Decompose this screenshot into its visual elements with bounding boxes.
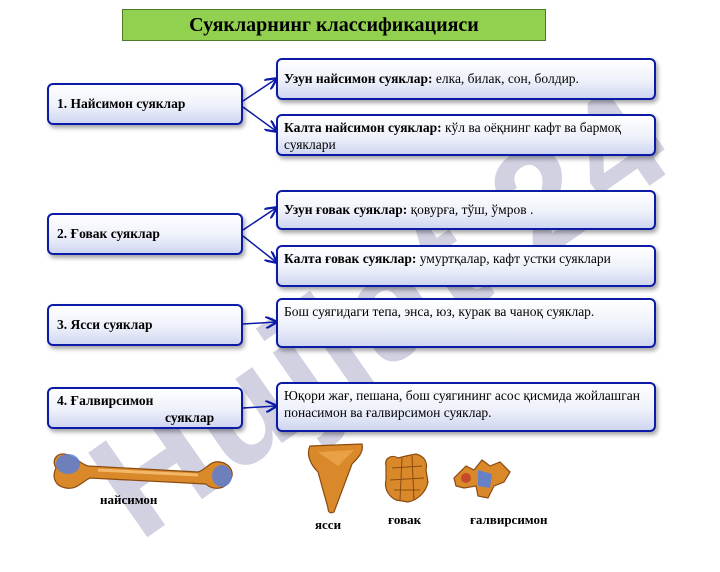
connector-1b bbox=[242, 106, 276, 131]
connector-4 bbox=[242, 406, 276, 408]
desc-long-tubular: Узун найсимон суяклар: елка, билак, сон,… bbox=[276, 58, 656, 100]
desc-text: қовурға, тўш, ўмров . bbox=[407, 201, 534, 217]
connector-2a bbox=[242, 208, 276, 231]
connector-lines bbox=[242, 0, 720, 540]
category-label: 2. Ғовак суяклар bbox=[57, 225, 160, 241]
desc-ethmoid: Юқори жағ, пешана, бош суягининг асос қи… bbox=[276, 382, 656, 432]
desc-term: Калта найсимон суяклар: bbox=[284, 120, 442, 135]
category-label: 3. Ясси суяклар bbox=[57, 316, 153, 332]
ethmoid-bone-image bbox=[453, 459, 511, 499]
desc-flat: Бош суягидаги тепа, энса, юз, курак ва ч… bbox=[276, 298, 656, 348]
connector-1a bbox=[242, 79, 276, 102]
connector-2b bbox=[242, 235, 276, 262]
desc-text: Бош суягидаги тепа, энса, юз, курак ва ч… bbox=[284, 304, 595, 319]
desc-term: Узун ғовак суяклар: bbox=[284, 201, 408, 217]
caption-long-bone: найсимон bbox=[100, 492, 158, 507]
spongy-bone-image bbox=[384, 453, 429, 503]
desc-text: елка, билак, сон, болдир. bbox=[432, 70, 579, 86]
desc-term: Узун найсимон суяклар: bbox=[284, 70, 433, 86]
flat-bone-image bbox=[307, 443, 363, 514]
desc-short-tubular: Калта найсимон суяклар: кўл ва оёқнинг к… bbox=[276, 114, 656, 156]
category-flat: 3. Ясси суяклар bbox=[47, 304, 243, 346]
desc-text: кўл ва оёқнинг кафт ва бармоқ суяклари bbox=[284, 120, 622, 152]
connector-3 bbox=[242, 322, 276, 324]
category-label: 4. Ғалвирсимон bbox=[57, 393, 154, 408]
category-tubular: 1. Найсимон суяклар bbox=[47, 83, 243, 125]
category-label: 1. Найсимон суяклар bbox=[57, 95, 186, 111]
caption-ethmoid: ғалвирсимон bbox=[470, 512, 548, 527]
caption-flat: ясси bbox=[315, 517, 342, 532]
category-ethmoid: 4. Ғалвирсимон суяклар bbox=[47, 387, 243, 429]
desc-text: Юқори жағ, пешана, бош суягининг асос қи… bbox=[284, 388, 640, 420]
desc-term: Калта ғовак суяклар: bbox=[284, 251, 417, 266]
category-spongy: 2. Ғовак суяклар bbox=[47, 213, 243, 255]
long-bone-image bbox=[53, 453, 233, 489]
page-title: Суякларнинг классификацияси bbox=[122, 9, 546, 41]
desc-long-spongy: Узун ғовак суяклар: қовурға, тўш, ўмров … bbox=[276, 190, 656, 230]
desc-text: умуртқалар, кафт устки суяклари bbox=[416, 251, 611, 266]
caption-spongy: ғовак bbox=[388, 512, 422, 527]
desc-short-spongy: Калта ғовак суяклар: умуртқалар, кафт ус… bbox=[276, 245, 656, 287]
category-label-line2: суяклар bbox=[165, 409, 215, 425]
